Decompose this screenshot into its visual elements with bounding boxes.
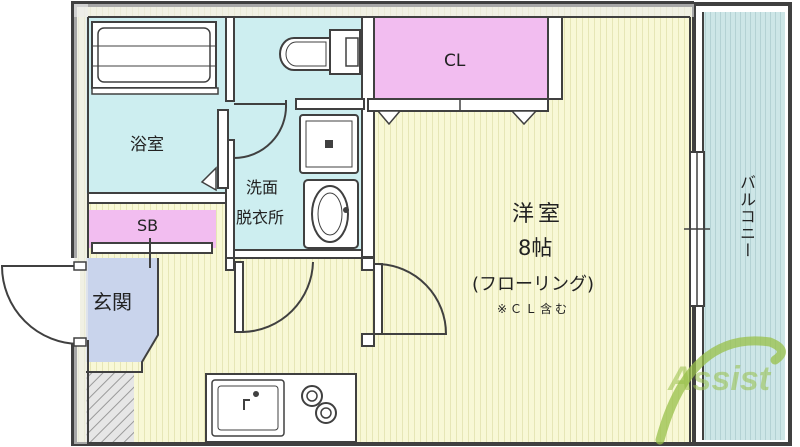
storage-box-label: SB: [137, 216, 159, 235]
hatched-area: [86, 372, 134, 442]
storage-box-shelf: [91, 238, 213, 268]
toilet: [279, 29, 361, 75]
closet-area: [374, 17, 548, 99]
storage-box-area: [88, 210, 216, 248]
washroom-label-line2: 脱衣所: [236, 208, 285, 227]
closet-label: CL: [444, 51, 466, 71]
room-size-label: 8帖: [518, 236, 553, 260]
vanity-sink: [303, 179, 359, 249]
size-note-label: ※ＣＬ含む: [497, 302, 571, 316]
watermark-logo: [655, 336, 786, 445]
balcony-window: [684, 17, 710, 444]
bathroom-door: [200, 100, 288, 192]
bathroom-label: 浴室: [130, 135, 164, 155]
bathtub: [91, 21, 219, 95]
room-door: [373, 263, 448, 335]
entrance-tile: [86, 258, 158, 362]
balcony-label: バルコニー: [737, 174, 756, 259]
western-room-label: 洋室: [512, 202, 565, 227]
entrance-door: [0, 261, 87, 347]
washroom-door: [234, 257, 317, 333]
watermark-text: Assist: [668, 360, 771, 398]
flooring-label: (フローリング): [472, 274, 595, 295]
kitchen-counter: [205, 373, 357, 443]
entrance-label: 玄関: [92, 290, 132, 314]
washroom-label-line1: 洗面: [246, 178, 279, 197]
closet-doors: [367, 98, 549, 126]
balcony-area: [703, 12, 785, 440]
washing-machine-pan: [299, 114, 359, 174]
